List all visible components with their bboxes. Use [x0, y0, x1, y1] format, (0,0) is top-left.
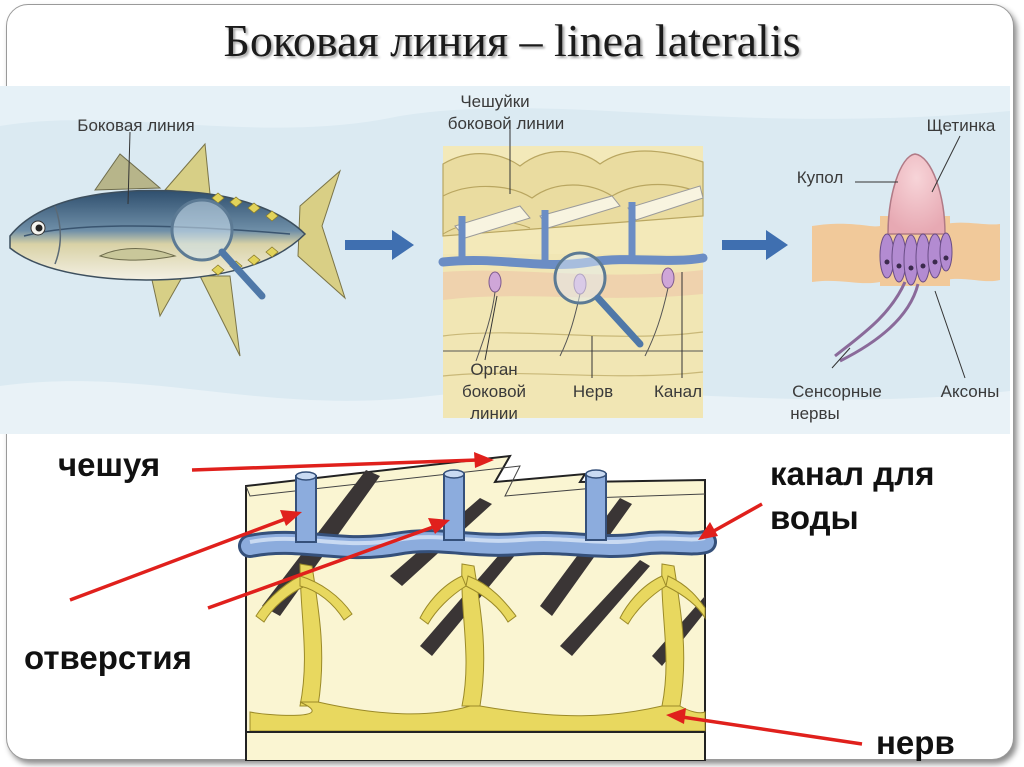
label-axons: Аксоны: [940, 382, 1000, 401]
label-sensory-nerves-1: Сенсорные: [792, 382, 882, 401]
label-nerve-small: Нерв: [572, 382, 614, 401]
label-organ-2: боковой: [461, 382, 527, 401]
label-canal-small: Канал: [653, 382, 703, 401]
label-sensory-nerves-2: нервы: [790, 404, 840, 423]
label-lateral-line-scales-1: Чешуйки: [460, 92, 530, 111]
label-bristle: Щетинка: [926, 116, 996, 135]
label-scale: чешуя: [58, 446, 161, 483]
scale-section-illustration: [438, 124, 708, 418]
label-water-canal-1: канал для: [770, 455, 935, 492]
label-organ-1: Орган: [470, 360, 518, 379]
label-nerve: нерв: [876, 724, 955, 761]
lateral-line-detail-panel: чешуя канал для воды отверстия нерв: [0, 436, 1010, 762]
label-water-canal-2: воды: [770, 499, 859, 536]
label-openings: отверстия: [24, 639, 192, 676]
neuromast-illustration: [812, 135, 1000, 379]
label-lateral-line-scales-2: боковой линии: [447, 114, 565, 133]
flow-arrow-2: [722, 230, 788, 260]
label-cupula: Купол: [796, 168, 844, 187]
detail-illustration: [69, 452, 863, 762]
slide-title: Боковая линия – linea lateralis: [223, 15, 801, 66]
overview-illustration: [0, 86, 1010, 434]
lateral-line-overview-panel: Боковая линия Чешуйки боковой линии Щети…: [0, 86, 1010, 434]
flow-arrow-1: [345, 230, 414, 260]
tuna-fish-illustration: [9, 142, 347, 357]
label-lateral-line: Боковая линия: [77, 116, 195, 135]
label-organ-3: линии: [470, 404, 518, 423]
pointer-arrows: [69, 452, 863, 746]
